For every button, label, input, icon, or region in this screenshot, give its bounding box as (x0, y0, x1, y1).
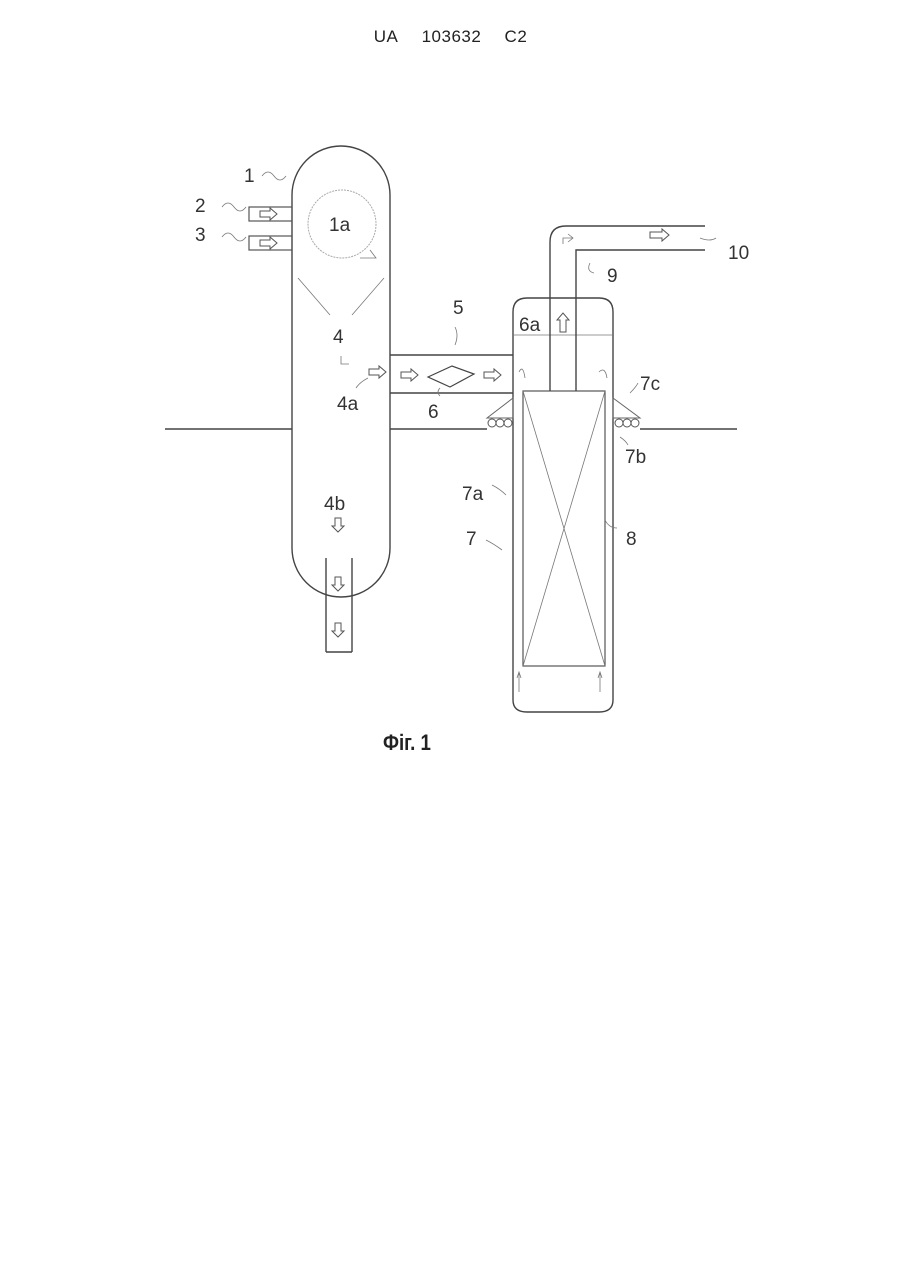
label-1a: 1a (329, 215, 351, 236)
label-5: 5 (453, 298, 464, 319)
label-8: 8 (626, 529, 637, 550)
label-6a: 6a (519, 315, 541, 336)
label-4b: 4b (324, 494, 345, 515)
label-10: 10 (728, 243, 749, 264)
label-leaders (486, 383, 638, 550)
reactor-supports (487, 398, 640, 427)
outlet-pipe (550, 226, 716, 391)
label-7a: 7a (462, 484, 484, 505)
label-7b: 7b (625, 447, 646, 468)
label-1: 1 (244, 166, 255, 187)
inlet-pipes (222, 172, 292, 250)
reactor-vessel (513, 298, 613, 712)
label-4a: 4a (337, 394, 359, 415)
bottom-outlet (326, 518, 352, 652)
label-3: 3 (195, 225, 206, 246)
label-4: 4 (333, 327, 344, 348)
label-2: 2 (195, 196, 206, 217)
label-6: 6 (428, 402, 439, 423)
label-9: 9 (607, 266, 618, 287)
label-7c: 7c (640, 374, 660, 395)
figure-caption: Фіг. 1 (383, 730, 431, 756)
connecting-duct (341, 327, 513, 396)
label-7: 7 (466, 529, 477, 550)
